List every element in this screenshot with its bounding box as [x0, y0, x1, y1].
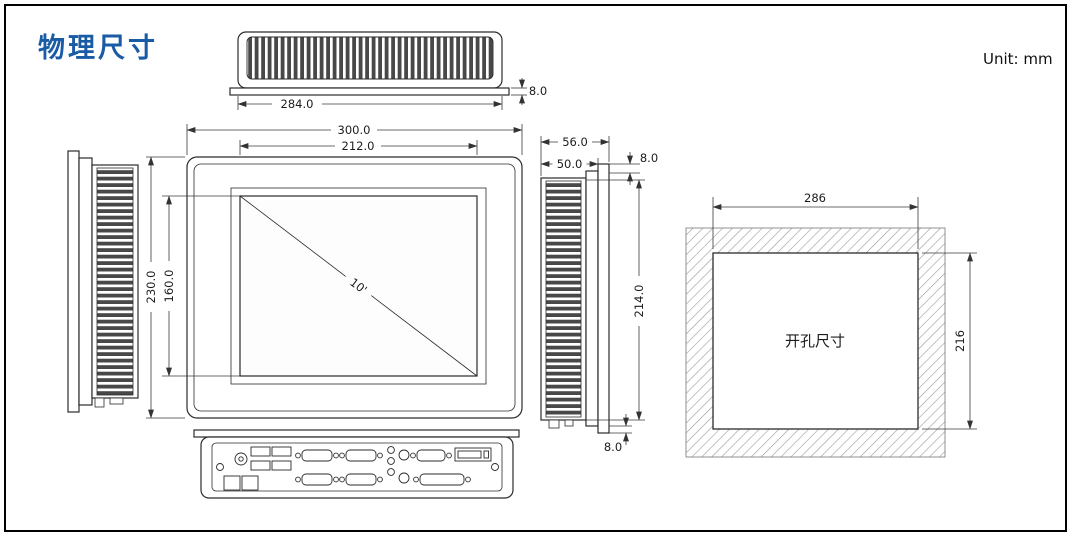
dvi-port — [454, 447, 492, 462]
right-side-bezel — [597, 163, 610, 434]
dim-front-outer-width: 300.0 — [186, 123, 523, 155]
dim-cutout-height: 216 — [922, 252, 977, 430]
dim-label-side-height: 214.0 — [632, 285, 646, 318]
dim-label-side-flange-top: 8.0 — [640, 151, 658, 165]
dim-front-screen-height: 160.0 — [162, 195, 240, 377]
dim-label-side-depth-body: 50.0 — [557, 157, 583, 171]
usb-ports — [250, 446, 292, 471]
right-side-stub — [548, 419, 560, 429]
page-title: 物理尺寸 — [38, 33, 158, 64]
dim-label-side-depth-total: 56.0 — [562, 135, 588, 149]
heatsink-fins-top — [246, 36, 494, 80]
heatsink-fins-right — [545, 180, 582, 418]
front-bezel-edge-top — [229, 87, 510, 96]
front-bezel-line — [193, 163, 516, 412]
dim-top-bezel-thickness: 8.0 — [511, 78, 547, 105]
dim-label-top-width: 284.0 — [281, 97, 314, 111]
left-side-view — [67, 150, 139, 413]
left-side-stub — [109, 397, 124, 405]
dim-label-front-screen-height: 160.0 — [162, 270, 176, 303]
dim-side-flange-bottom: 8.0 — [604, 414, 632, 454]
right-side-stub — [564, 419, 574, 427]
left-side-body — [78, 157, 93, 406]
front-view: 10' 300.0 212.0 230.0 — [144, 123, 523, 419]
audio-jacks — [387, 446, 395, 476]
screen-diagonal-line — [371, 295, 478, 377]
dim-side-flange-top: 8.0 — [609, 151, 658, 185]
dim-front-screen-width: 212.0 — [239, 139, 478, 155]
left-side-stub — [94, 397, 105, 408]
bottom-view — [193, 429, 520, 499]
db25-port — [413, 473, 471, 486]
dim-side-height: 214.0 — [586, 179, 646, 421]
screw-hole — [216, 463, 224, 471]
dim-label-front-screen-width: 212.0 — [342, 139, 375, 153]
dim-front-outer-height: 230.0 — [144, 156, 185, 419]
dim-label-top-bezel: 8.0 — [529, 84, 547, 98]
dim-label-side-flange-bottom: 8.0 — [604, 440, 622, 454]
ps2-ports — [398, 449, 410, 484]
io-ports — [216, 446, 499, 491]
top-view: 284.0 8.0 — [229, 31, 547, 111]
dim-label-front-outer-height: 230.0 — [144, 271, 158, 304]
dim-side-depth-body: 50.0 — [540, 157, 599, 171]
bottom-bezel-edge — [193, 429, 520, 438]
vga-port — [410, 449, 452, 462]
heatsink-fins-left — [96, 167, 134, 396]
serial-ports — [295, 449, 383, 486]
right-side-view: 56.0 50.0 8.0 214.0 — [540, 135, 658, 454]
dim-cutout-width: 286 — [712, 191, 919, 249]
unit-label: Unit: mm — [983, 50, 1053, 68]
dim-label-front-outer-width: 300.0 — [338, 123, 371, 137]
cutout-view: 开孔尺寸 286 216 — [685, 191, 977, 458]
lan-ports — [223, 475, 259, 491]
dim-side-depth-total: 56.0 — [540, 135, 610, 176]
dim-top-width: 284.0 — [237, 96, 503, 111]
screw-hole — [491, 463, 499, 471]
dim-label-cutout-width: 286 — [804, 191, 826, 205]
cutout-opening — [712, 252, 919, 430]
left-side-bezel — [67, 150, 80, 413]
dim-label-cutout-height: 216 — [953, 330, 967, 352]
power-jack-pin — [238, 456, 244, 462]
right-side-body — [585, 170, 599, 427]
screen-diagonal-line — [239, 195, 346, 277]
cutout-label: 开孔尺寸 — [785, 332, 845, 350]
